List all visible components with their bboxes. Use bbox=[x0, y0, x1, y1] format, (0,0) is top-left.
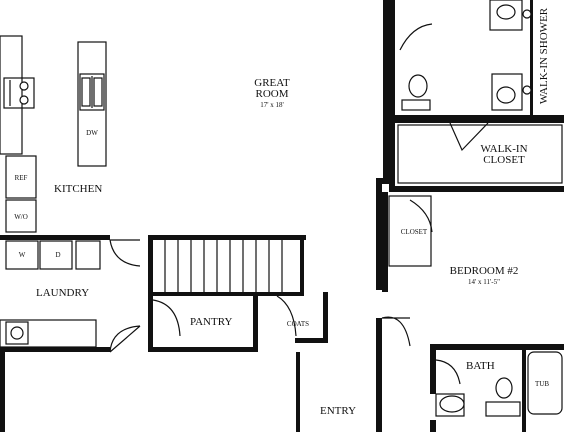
wall-oven-box bbox=[5, 199, 37, 233]
dryer-label: D bbox=[55, 251, 60, 259]
great-room-label-line1: GREAT bbox=[254, 77, 290, 89]
island-sink bbox=[79, 73, 105, 111]
wall-stair-bottom bbox=[153, 292, 303, 296]
sink-master-bottom-icon bbox=[496, 86, 516, 104]
wall-bath-left bbox=[430, 344, 436, 394]
great-room-size: 17' x 18' bbox=[260, 101, 284, 109]
wall-hall-step bbox=[376, 178, 389, 184]
bedroom2-size: 14' x 11'-5" bbox=[468, 278, 500, 286]
wall-stair-right bbox=[300, 240, 304, 296]
wall-oven-label: W/O bbox=[14, 213, 28, 221]
wall-bottom-right bbox=[430, 420, 436, 432]
walk-in-closet-label-line2: CLOSET bbox=[483, 154, 525, 166]
closet-door-angled bbox=[449, 122, 489, 152]
island-sink-basin-right bbox=[93, 77, 103, 107]
coats-door bbox=[276, 295, 297, 337]
kitchen-sink-left-drain-icon bbox=[19, 81, 29, 91]
walk-in-closet-label-line1: WALK-IN bbox=[480, 143, 527, 155]
wall-lower-mid bbox=[296, 352, 300, 432]
doors bbox=[109, 23, 489, 385]
wall-laundry-top bbox=[0, 235, 110, 240]
wall-master-left bbox=[389, 0, 395, 192]
wall-coats-bottom bbox=[295, 338, 328, 343]
washer-box bbox=[5, 240, 39, 270]
knob-bottom-icon bbox=[522, 85, 532, 95]
wall-pantry-right bbox=[253, 292, 258, 352]
toilet-master-icon bbox=[408, 74, 428, 98]
kitchen-counter-left bbox=[0, 35, 23, 155]
toilet-bath-icon bbox=[439, 395, 465, 413]
wall-bath-inner bbox=[522, 350, 526, 432]
sink-bath-icon bbox=[495, 377, 513, 399]
laundry-door bbox=[109, 239, 141, 267]
laundry-sink bbox=[5, 321, 29, 345]
wall-pantry-bottom bbox=[148, 347, 258, 352]
master-door bbox=[399, 23, 433, 51]
fixtures bbox=[10, 4, 532, 413]
kitchen-island bbox=[77, 41, 107, 167]
laundry-sink-counter bbox=[0, 319, 97, 348]
bedroom-closet-door bbox=[409, 199, 433, 233]
bath-door bbox=[435, 359, 461, 385]
bath-vanity bbox=[485, 401, 521, 417]
laundry-counter bbox=[75, 240, 101, 270]
kitchen-label: KITCHEN bbox=[54, 183, 102, 195]
sink-master-top-icon bbox=[496, 4, 516, 20]
laundry-label: LAUNDRY bbox=[36, 287, 89, 299]
bedroom-closet-area bbox=[388, 195, 432, 267]
coats-label: COATS bbox=[287, 320, 309, 328]
laundry-sink-drain-icon bbox=[10, 326, 24, 340]
wall-laundry-bottom bbox=[0, 347, 110, 352]
pantry-label: PANTRY bbox=[190, 316, 232, 328]
knob-top-icon bbox=[522, 9, 532, 19]
kitchen-sink-left bbox=[3, 77, 35, 109]
wall-coats-right bbox=[323, 292, 328, 342]
laundry-exit-door bbox=[109, 325, 141, 353]
bedroom2-label: BEDROOM #2 bbox=[450, 265, 519, 277]
pantry-door bbox=[152, 299, 181, 337]
refrigerator-box bbox=[5, 155, 37, 199]
wall-lower-left bbox=[0, 352, 5, 432]
wall-hall-mid bbox=[376, 178, 382, 290]
bathtub bbox=[527, 351, 563, 415]
toilet-tank-master bbox=[401, 99, 431, 111]
walk-in-shower-label: WALK-IN SHOWER bbox=[538, 7, 550, 104]
refrigerator-label: REF bbox=[15, 174, 28, 182]
wall-shower-divider bbox=[395, 115, 564, 123]
wall-bedroom-closet-left bbox=[382, 192, 388, 292]
wall-hall-lower bbox=[376, 318, 382, 432]
closet-label: CLOSET bbox=[401, 228, 428, 236]
kitchen-sink-left-drain2-icon bbox=[19, 95, 29, 105]
great-room-label-line2: ROOM bbox=[255, 88, 288, 100]
washer-label: W bbox=[19, 251, 26, 259]
entry-label: ENTRY bbox=[320, 405, 356, 417]
tub-label: TUB bbox=[535, 380, 549, 388]
labels: GREAT ROOM 17' x 18' KITCHEN LAUNDRY PAN… bbox=[14, 7, 550, 417]
dryer-box bbox=[39, 240, 73, 270]
island-sink-basin-left bbox=[81, 77, 91, 107]
wall-hall-upper bbox=[383, 0, 389, 178]
wall-bath-top bbox=[430, 344, 564, 350]
wall-closet-bottom bbox=[395, 186, 564, 192]
master-vanity-bottom bbox=[491, 73, 523, 111]
wall-pantry-left bbox=[148, 235, 153, 352]
bath-label: BATH bbox=[466, 360, 495, 372]
dishwasher-label: DW bbox=[86, 129, 98, 137]
master-vanity-top bbox=[489, 0, 523, 31]
wall-shower-inner bbox=[530, 0, 533, 115]
linework bbox=[0, 0, 563, 417]
walk-in-closet-shelf bbox=[397, 124, 563, 184]
bedroom-door bbox=[381, 316, 411, 347]
stairs bbox=[164, 240, 283, 292]
wall-stair-top bbox=[148, 235, 306, 240]
